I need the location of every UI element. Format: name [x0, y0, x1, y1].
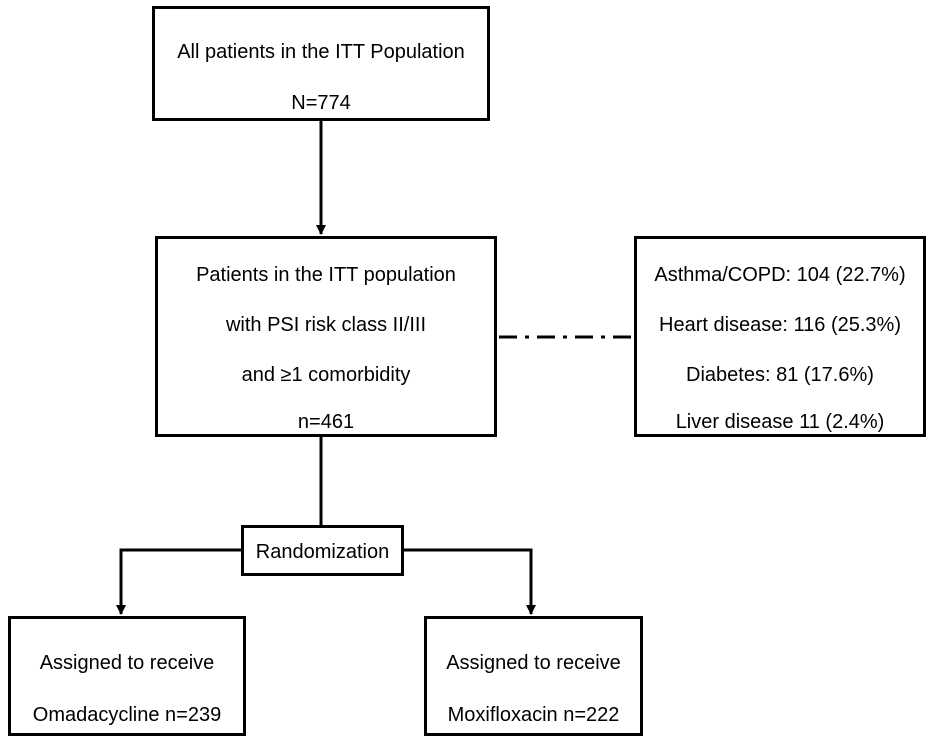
omadacycline-arm-box: Assigned to receive Omadacycline n=239 — [8, 616, 246, 736]
edge-randomization-to-omadacycline-arrow — [116, 548, 241, 615]
psi-subgroup-line-2: with PSI risk class II/III — [225, 314, 427, 336]
psi-subgroup-line-1: Patients in the ITT population — [196, 264, 456, 286]
randomization-box: Randomization — [241, 525, 404, 576]
moxifloxacin-arm-label: Assigned to receive — [446, 652, 621, 674]
comorbidity-asthma-copd: Asthma/COPD: 104 (22.7%) — [654, 264, 906, 286]
comorbidities-box: Asthma/COPD: 104 (22.7%) Heart disease: … — [634, 236, 926, 437]
moxifloxacin-arm-count: Moxifloxacin n=222 — [447, 704, 620, 726]
comorbidity-liver-disease: Liver disease 11 (2.4%) — [675, 411, 885, 433]
itt-population-count: N=774 — [291, 92, 351, 114]
comorbidity-heart-disease: Heart disease: 116 (25.3%) — [659, 314, 901, 336]
itt-population-box: All patients in the ITT Population N=774 — [152, 6, 490, 121]
psi-subgroup-line-3: and ≥1 comorbidity — [241, 364, 411, 386]
omadacycline-arm-count: Omadacycline n=239 — [32, 704, 222, 726]
psi-subgroup-count: n=461 — [297, 411, 355, 433]
moxifloxacin-arm-box: Assigned to receive Moxifloxacin n=222 — [424, 616, 643, 736]
psi-subgroup-box: Patients in the ITT population with PSI … — [155, 236, 497, 437]
comorbidity-diabetes: Diabetes: 81 (17.6%) — [686, 364, 874, 386]
itt-population-title: All patients in the ITT Population — [177, 41, 465, 63]
randomization-label: Randomization — [255, 541, 390, 563]
omadacycline-arm-label: Assigned to receive — [39, 652, 215, 674]
edge-randomization-to-moxifloxacin-arrow — [404, 548, 536, 615]
